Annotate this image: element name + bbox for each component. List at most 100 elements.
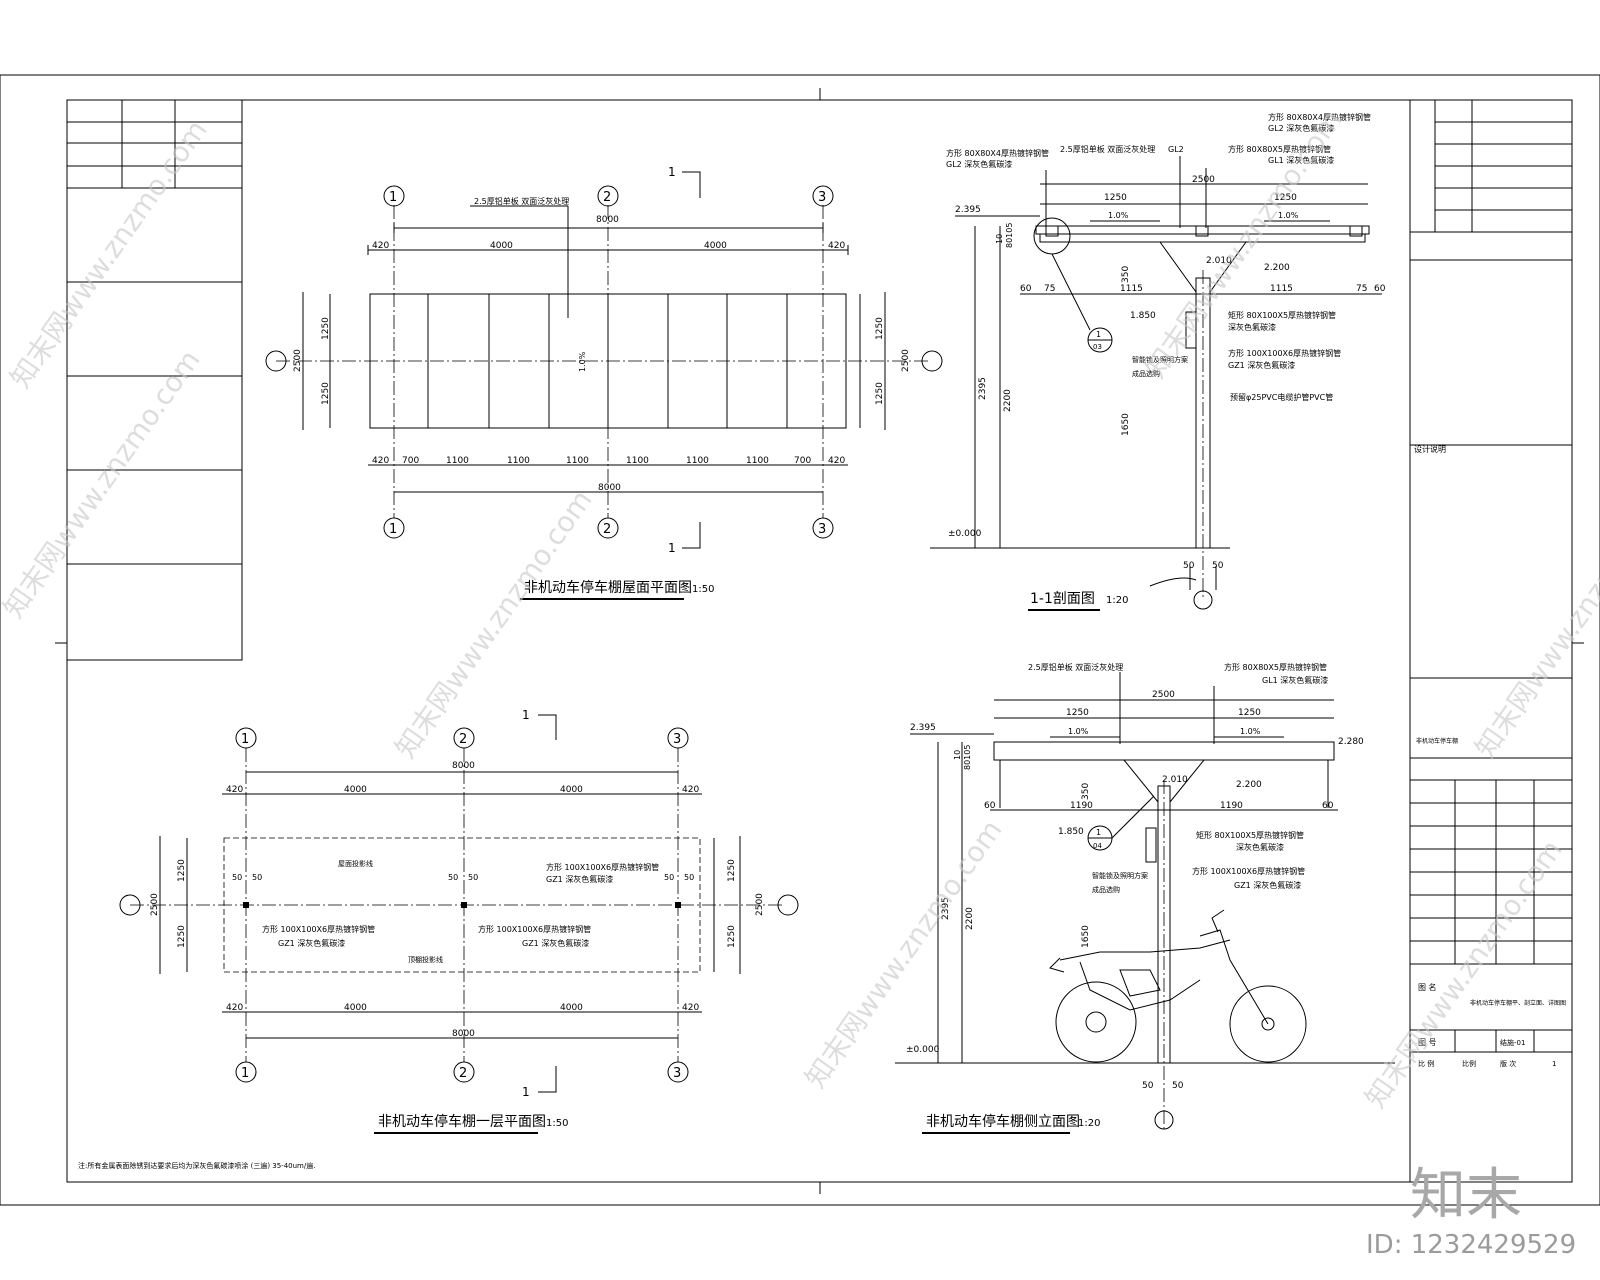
watermark-3: 知末网www.znzmo.com <box>389 484 599 764</box>
gp-dim-half-tl: 4000 <box>344 785 367 795</box>
el-dim-10: 10 <box>953 750 962 760</box>
section-title: 1-1剖面图 <box>1030 591 1095 607</box>
watermark-7: 知末网www.znzmo.com <box>1469 484 1600 764</box>
el-dim-1650: 1650 <box>1081 925 1091 948</box>
roof-plan: 8000 420 4000 4000 420 2.5厚铝单板 双面泛灰处理 42… <box>265 165 943 600</box>
tb-rev-label: 版 次 <box>1500 1059 1516 1068</box>
sec-dim-350: 350 <box>1121 266 1131 283</box>
sec-note-smart: 智能锁及照明方案 <box>1132 355 1188 364</box>
el-dim-60-l: 60 <box>984 801 996 811</box>
roof-note-sheet: 2.5厚铝单板 双面泛灰处理 <box>474 196 569 206</box>
roof-axis-1-bot: 1 <box>389 522 397 537</box>
roof-section-mark-top: 1 <box>668 165 676 179</box>
el-dim-80105: 80105 <box>963 745 972 770</box>
gp-dim-hw-r2: 1250 <box>727 925 737 948</box>
gp-dim-edge-tl: 420 <box>226 785 243 795</box>
gp-dim-50d: 50 <box>468 873 478 882</box>
el-note-smart2: 成品选购 <box>1092 885 1120 894</box>
right-title-block: 设计说明 非机动车停车棚 图 名 非机动车停车棚平、剖立面、详图图 图 号 结施… <box>1409 100 1572 1182</box>
gp-note-gz1-3: 方形 100X100X6厚热镀锌钢管 <box>546 862 659 872</box>
roof-axis-3-bot: 3 <box>818 522 826 537</box>
roof-bdim-9: 700 <box>794 456 811 466</box>
tb-number: 结施-01 <box>1500 1038 1525 1047</box>
gp-dim-50a: 50 <box>232 873 242 882</box>
gp-note-gz1tag-3: GZ1 深灰色氟碳漆 <box>546 874 613 884</box>
watermark-layer: 知末网www.znzmo.com 知末网www.znzmo.com 知末网www… <box>0 104 1600 1114</box>
sec-dim-1650: 1650 <box>1121 413 1131 436</box>
sec-dim-60-l: 60 <box>1020 284 1032 294</box>
sec-dim-75-l: 75 <box>1044 284 1055 294</box>
gp-dim-total-bot: 8000 <box>452 1029 475 1039</box>
gp-note-canopy: 顶棚投影线 <box>408 955 443 964</box>
tb-version: 比例 <box>1462 1059 1476 1068</box>
el-dim-1250-r: 1250 <box>1238 708 1261 718</box>
gp-axis-3-bot: 3 <box>673 1066 681 1081</box>
roof-dim-edge-l: 420 <box>372 241 389 251</box>
left-revision-table <box>66 99 243 661</box>
sec-note-pvc: 预留φ25PVC电缆护管PVC管 <box>1230 392 1333 402</box>
el-slope-r: 1.0% <box>1240 727 1261 736</box>
el-note-smart: 智能锁及照明方案 <box>1092 871 1148 880</box>
sec-note-smart2: 成品选购 <box>1132 369 1160 378</box>
roof-slope: 1.0% <box>578 351 587 372</box>
sec-dim-10: 10 <box>995 234 1004 244</box>
roof-dim-hw-l1: 1250 <box>321 317 331 340</box>
gp-axis-2-bot: 2 <box>459 1066 467 1081</box>
sec-dim-80105: 80105 <box>1005 223 1014 248</box>
watermark-6: 知末网www.znzmo.com <box>1359 834 1569 1114</box>
gp-dim-edge-bl: 420 <box>226 1003 243 1013</box>
gp-axis-2-top: 2 <box>459 732 467 747</box>
sec-dim-50-l: 50 <box>1183 561 1195 571</box>
gp-dim-hw-l1: 1250 <box>177 859 187 882</box>
sec-note-recttag: 深灰色氟碳漆 <box>1228 322 1276 332</box>
gp-dim-50c: 50 <box>448 873 458 882</box>
gp-dim-total-top: 8000 <box>452 761 475 771</box>
el-level-top: 2.395 <box>910 723 936 733</box>
roof-plan-title: 非机动车停车棚屋面平面图 <box>524 579 692 596</box>
sec-dim-1115-r: 1115 <box>1270 284 1293 294</box>
el-note-gl1: 方形 80X80X5厚热镀锌钢管 <box>1224 662 1327 672</box>
roof-dim-hw-r2: 1250 <box>875 382 885 405</box>
sec-dim-2200: 2200 <box>1003 389 1013 412</box>
el-level-brace: 2.010 <box>1162 775 1188 785</box>
gp-note-gz1tag-2: GZ1 深灰色氟碳漆 <box>522 938 589 948</box>
roof-plan-scale: 1:50 <box>692 584 714 595</box>
tb-number-label: 图 号 <box>1418 1038 1437 1047</box>
el-note-rect: 矩形 80X100X5厚热镀锌钢管 <box>1196 830 1304 840</box>
sec-dim-60-r: 60 <box>1374 284 1386 294</box>
ground-plan-title: 非机动车停车棚一层平面图 <box>378 1113 546 1130</box>
sec-note-gl1: 方形 80X80X5厚热镀锌钢管 <box>1228 144 1331 154</box>
sec-level-low: 1.850 <box>1130 311 1156 321</box>
section-scale: 1:20 <box>1106 595 1128 606</box>
gp-dim-50f: 50 <box>684 873 694 882</box>
sec-dim-50-r: 50 <box>1212 561 1224 571</box>
sec-note-rect: 矩形 80X100X5厚热镀锌钢管 <box>1228 310 1336 320</box>
gp-note-gz1-2: 方形 100X100X6厚热镀锌钢管 <box>478 924 591 934</box>
roof-dim-half-r: 4000 <box>704 241 727 251</box>
el-level-zero: ±0.000 <box>906 1045 940 1055</box>
gp-dim-edge-br: 420 <box>682 1003 699 1013</box>
tb-rev: 1 <box>1552 1060 1556 1068</box>
gp-axis-1-bot: 1 <box>241 1066 249 1081</box>
sec-level-zero: ±0.000 <box>948 529 982 539</box>
roof-dim-hw-l2: 1250 <box>321 382 331 405</box>
el-dim-50-r: 50 <box>1172 1081 1184 1091</box>
sec-level-top: 2.395 <box>955 205 981 215</box>
el-dim-1250-l: 1250 <box>1066 708 1089 718</box>
roof-bdim-2: 700 <box>402 456 419 466</box>
roof-dim-half-l: 4000 <box>490 241 513 251</box>
roof-axis-2-bot: 2 <box>603 522 611 537</box>
el-dim-60-r: 60 <box>1322 801 1334 811</box>
el-detail-b: 04 <box>1093 842 1102 850</box>
gp-axis-1-top: 1 <box>241 732 249 747</box>
sec-note-gl1tag: GL1 深灰色氟碳漆 <box>1268 155 1334 165</box>
tb-version-label: 比 例 <box>1418 1059 1434 1068</box>
roof-dim-edge-r: 420 <box>828 241 845 251</box>
sec-level-mid: 2.200 <box>1264 263 1290 273</box>
gp-dim-hw-l2: 1250 <box>177 925 187 948</box>
sec-note-gl2-r: 方形 80X80X4厚热镀锌钢管 <box>1268 112 1371 122</box>
el-dim-2200: 2200 <box>965 907 975 930</box>
section-1-1: 1 03 2500 1250 1250 1.0% 1.0% 60 75 1115… <box>930 112 1386 611</box>
sec-note-gl2tag-l: GL2 深灰色氟碳漆 <box>946 159 1012 169</box>
roof-axis-2-top: 2 <box>603 190 611 205</box>
